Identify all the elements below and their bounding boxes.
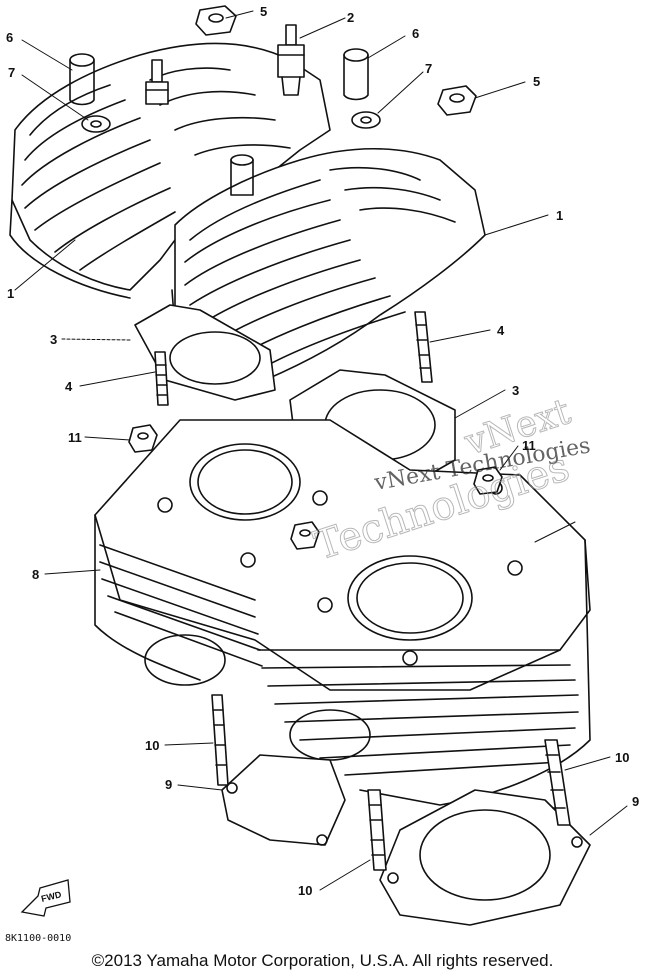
callout-10-right: 10 <box>615 750 629 765</box>
copyright-notice: ©2013 Yamaha Motor Corporation, U.S.A. A… <box>91 951 554 970</box>
stud-sleeve-center <box>230 154 254 196</box>
callout-11-right: 11 <box>522 438 536 453</box>
crankcase-stud-left <box>211 694 229 786</box>
callout-11-left: 11 <box>68 430 82 445</box>
fwd-label: FWD <box>40 889 63 904</box>
callout-1-right: 1 <box>556 208 563 223</box>
cylinder-block <box>94 419 591 806</box>
callout-6-right: 6 <box>412 26 419 41</box>
callout-6-left: 6 <box>6 30 13 45</box>
nut-11-center <box>290 521 320 550</box>
callout-8: 8 <box>32 567 39 582</box>
callout-2: 2 <box>347 10 354 25</box>
spark-plug-left <box>145 59 169 105</box>
leader-lines <box>14 10 628 891</box>
cylinder-head-left <box>9 42 331 299</box>
nut-11-left <box>128 424 158 453</box>
callout-labels: 5 2 6 6 7 7 5 1 1 3 4 4 3 11 11 8 10 10 … <box>6 4 639 898</box>
part-number: 8K1100-0010 <box>5 933 71 944</box>
stud-bolt-right <box>414 311 433 383</box>
sleeve-left <box>69 53 95 106</box>
callout-5-right: 5 <box>533 74 540 89</box>
callout-7-left: 7 <box>8 65 15 80</box>
head-gasket-upper <box>134 304 276 401</box>
callout-4-left: 4 <box>65 379 73 394</box>
callout-5-top: 5 <box>260 4 267 19</box>
callout-9-right: 9 <box>632 794 639 809</box>
nut-right <box>437 85 477 116</box>
nut-11-right <box>473 466 503 495</box>
fwd-arrow-icon: FWD <box>20 879 71 917</box>
crankcase-stud-right <box>544 739 571 826</box>
callout-9-left: 9 <box>165 777 172 792</box>
stud-bolt-left <box>154 351 169 406</box>
callout-3-lower: 3 <box>512 383 519 398</box>
callout-4-right: 4 <box>497 323 505 338</box>
sleeve-right <box>343 48 369 101</box>
crankcase-stud-center <box>367 789 387 871</box>
callout-10-bottom: 10 <box>298 883 312 898</box>
nut-top <box>195 5 237 36</box>
washer-right <box>351 111 381 129</box>
callout-10-left: 10 <box>145 738 159 753</box>
callout-7-right: 7 <box>425 61 432 76</box>
base-gasket-left <box>221 754 346 846</box>
washer-left <box>81 115 111 133</box>
spark-plug-right <box>277 24 305 96</box>
base-gasket-right <box>379 789 591 926</box>
callout-3-upper: 3 <box>50 332 57 347</box>
callout-1-left: 1 <box>7 286 14 301</box>
